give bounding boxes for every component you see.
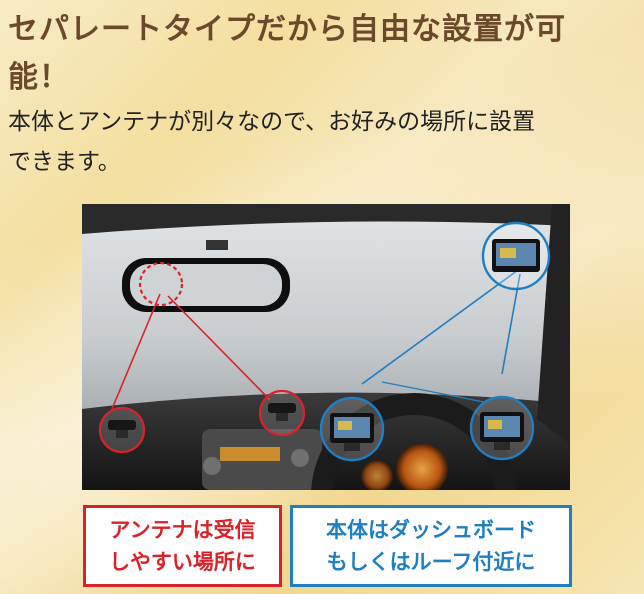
car-interior-illustration <box>82 204 570 490</box>
page-description: 本体とアンテナが別々なので、お好みの場所に設置 できます。 <box>8 102 638 182</box>
speedometer-gauge <box>396 443 448 490</box>
antenna-connector-line-right <box>167 295 271 401</box>
audio-display <box>220 447 280 461</box>
audio-knob-right <box>291 449 309 467</box>
unit-connector-line-mid <box>501 273 521 375</box>
unit-label-line-1: 本体はダッシュボード <box>326 518 536 542</box>
antenna-label-line-2: しやすい場所に <box>109 550 256 574</box>
steering-wheel <box>311 393 517 490</box>
audio-knob-left <box>203 457 221 475</box>
tachometer-gauge <box>361 460 393 490</box>
unit-connector-line-top <box>361 269 519 385</box>
heading-line-1: セパレートタイプだから自由な設置が可 <box>8 12 566 47</box>
radar-detector-unit-roof-icon <box>481 221 551 291</box>
a-pillar-right <box>537 204 570 444</box>
antenna-connector-line-left <box>111 293 161 410</box>
dashed-circle-marker-icon <box>138 261 184 307</box>
antenna-placement-label: アンテナは受信 しやすい場所に <box>83 505 282 587</box>
antenna-label-line-1: アンテナは受信 <box>109 518 256 542</box>
heading-line-2: 能！ <box>8 60 70 95</box>
radar-detector-unit-right-icon <box>469 395 535 461</box>
unit-connector-line-low <box>381 381 485 403</box>
unit-label-line-2: もしくはルーフ付近に <box>326 550 536 574</box>
rear-view-mirror-glass <box>130 264 282 306</box>
unit-placement-label: 本体はダッシュボード もしくはルーフ付近に <box>290 505 572 587</box>
description-line-2: できます。 <box>8 149 121 175</box>
mirror-mount <box>206 240 228 250</box>
description-line-1: 本体とアンテナが別々なので、お好みの場所に設置 <box>8 109 536 135</box>
radar-detector-unit-center-icon <box>319 396 385 462</box>
car-interior-photo <box>82 204 570 490</box>
page-heading: セパレートタイプだから自由な設置が可 能！ <box>8 6 638 102</box>
antenna-device-left-icon <box>98 406 146 454</box>
antenna-device-right-icon <box>258 389 306 437</box>
